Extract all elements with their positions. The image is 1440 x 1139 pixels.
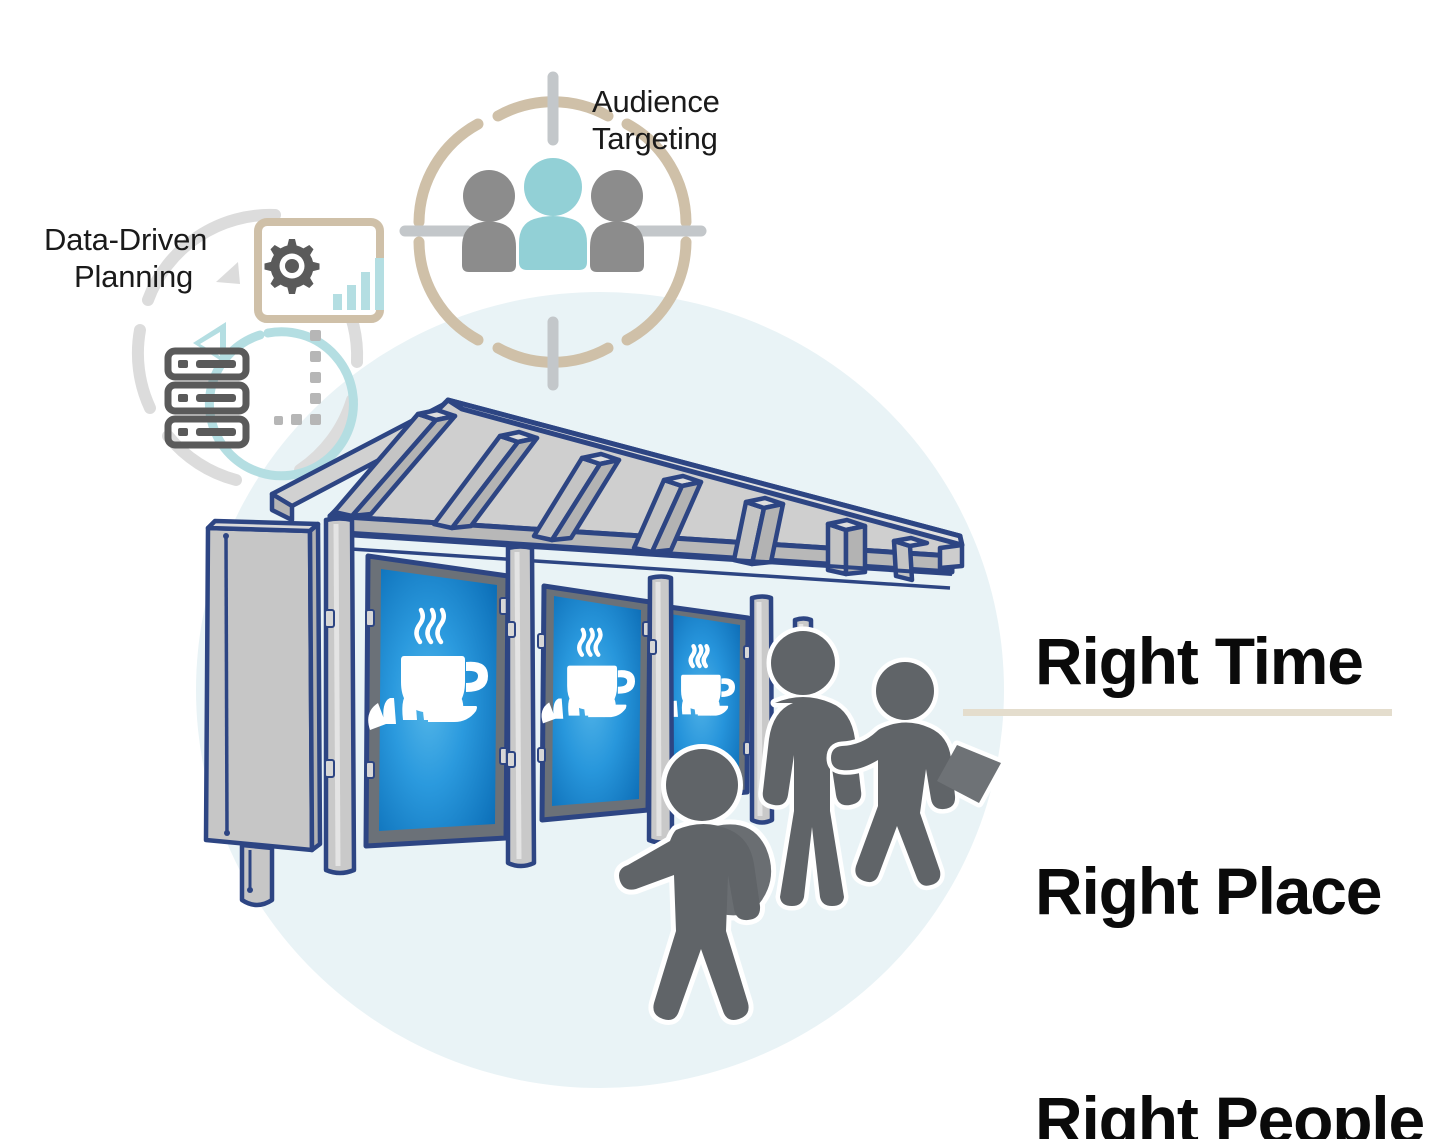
- coffee-and-croissant-icon: [541, 627, 635, 724]
- crosshair-ticks-icon: [399, 71, 707, 391]
- headline-line-1: Right Time: [1035, 624, 1364, 699]
- canopy-roof-icon: [269, 397, 965, 583]
- shelter-rail: [329, 532, 953, 590]
- commuter-with-briefcase-icon: [826, 657, 1006, 891]
- side-panel-icon: [203, 518, 323, 908]
- ddp-label-line1: Data-Driven: [44, 222, 208, 257]
- display-bay-2: [537, 583, 653, 823]
- server-stack-icon: [164, 347, 250, 449]
- headline-block: Right Time Right Place Right People: [1035, 470, 1425, 1139]
- bar-chart-icon: [333, 258, 384, 310]
- group-of-people-icon: [462, 158, 644, 272]
- coffee-and-croissant-icon: [368, 607, 488, 730]
- planning-arc-chevron-icon: [216, 262, 240, 284]
- display-bay-3: [658, 603, 751, 803]
- planning-screen-panel: [254, 218, 384, 323]
- at-label-line2: Targeting: [592, 120, 718, 156]
- dotted-path-icon: [274, 330, 321, 425]
- headline-line-2: Right Place: [1035, 853, 1382, 928]
- commuter-with-backpack-icon: [614, 744, 777, 1025]
- ddp-label-line2: Planning: [74, 258, 194, 294]
- at-label-line1: Audience: [592, 84, 720, 119]
- headline-line-3: Right People: [1035, 1083, 1425, 1139]
- bus-shelter-illustration: [203, 397, 965, 908]
- crosshair-target-icon: [413, 96, 692, 368]
- headline-divider-rule: [963, 709, 1392, 716]
- audience-targeting-group: [399, 71, 707, 391]
- display-bay-1: [363, 553, 511, 849]
- pedestrian-figures: [614, 626, 1006, 1025]
- data-driven-planning-group: [131, 208, 384, 486]
- gear-icon: [264, 239, 320, 294]
